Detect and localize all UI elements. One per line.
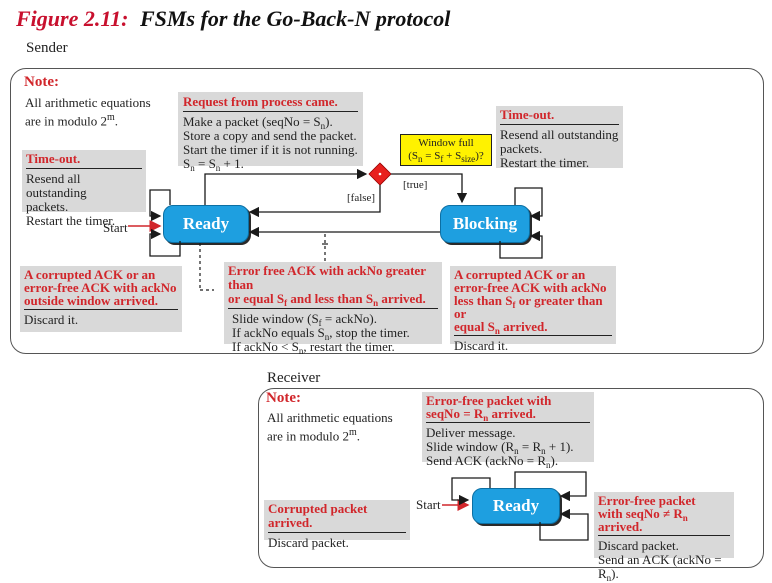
blocking-state: Blocking <box>440 205 530 243</box>
timeout-left-box: Time-out. Resend all outstanding packets… <box>22 150 146 228</box>
receiver-corrupted-action: Discard packet. <box>268 535 349 550</box>
receiver-note-title: Note: <box>266 390 301 406</box>
false-label: [false] <box>347 192 376 204</box>
timeout-right-box: Time-out. Resend all outstanding packets… <box>496 106 623 170</box>
request-from-process-box: Request from process came. Make a packet… <box>178 92 363 173</box>
request-transition <box>204 168 368 205</box>
ready-corrupt-loop <box>149 228 181 257</box>
receiver-ready-state: Ready <box>472 488 560 524</box>
receiver-wrong-seq-actions: Discard packet. Send an ACK (ackNo = Rn)… <box>598 538 722 583</box>
sender-label: Sender <box>26 40 68 56</box>
receiver-corrupted-box: Corrupted packet arrived. Discard packet… <box>264 500 410 550</box>
errfree-ack-box: Error free ACK with ackNo greater than o… <box>224 262 442 356</box>
corrupt-ack-right-box: A corrupted ACK or an error-free ACK wit… <box>450 266 616 353</box>
errfree-ack-actions: Slide window (Sf = ackNo). If ackNo equa… <box>232 311 410 356</box>
sender-ready-state: Ready <box>163 205 249 243</box>
receiver-wrong-seq-title: Error-free packet with seqNo ≠ Rn arrive… <box>598 494 730 536</box>
window-full-condition: Window full (Sn = Sf + Ssize)? <box>400 134 492 166</box>
receiver-wrong-seq-loop <box>539 508 589 541</box>
false-transition <box>248 185 381 218</box>
request-title: Request from process came. <box>183 95 358 112</box>
blocking-timeout-loop <box>514 187 543 222</box>
receiver-start-label: Start <box>416 497 441 512</box>
corrupt-ack-right-action: Discard it. <box>454 338 509 353</box>
figure-title: Figure 2.11: FSMs for the Go-Back-N prot… <box>16 6 450 32</box>
timeout-right-actions: Resend all outstanding packets. Restart … <box>500 127 619 170</box>
corrupt-ack-left-title: A corrupted ACK or an error-free ACK wit… <box>24 267 178 310</box>
timeout-left-title: Time-out. <box>26 152 142 169</box>
request-actions: Make a packet (seqNo = Sn). Store a copy… <box>183 114 358 173</box>
sender-start-label: Start <box>103 220 128 235</box>
figure-number: Figure 2.11: <box>16 6 129 31</box>
receiver-errfree-loop <box>514 471 587 502</box>
receiver-corrupted-title: Corrupted packet arrived. <box>268 502 406 533</box>
errfree-ack-title: Error free ACK with ackNo greater than o… <box>228 264 438 309</box>
receiver-errfree-actions: Deliver message. Slide window (Rn = Rn +… <box>426 425 574 470</box>
true-transition <box>391 173 468 204</box>
sender-note-title: Note: <box>24 74 59 90</box>
corrupt-ack-left-box: A corrupted ACK or an error-free ACK wit… <box>20 266 182 332</box>
blocking-corrupt-loop <box>499 230 543 259</box>
receiver-errfree-title: Error-free packet with seqNo = Rn arrive… <box>426 394 590 423</box>
receiver-corrupted-loop <box>451 477 491 506</box>
receiver-wrong-seq-box: Error-free packet with seqNo ≠ Rn arrive… <box>594 492 734 583</box>
receiver-note-text: All arithmetic equations are in modulo 2… <box>267 410 393 444</box>
corrupt-ack-right-title: A corrupted ACK or an error-free ACK wit… <box>454 268 612 336</box>
true-label: [true] <box>403 179 428 191</box>
receiver-errfree-box: Error-free packet with seqNo = Rn arrive… <box>422 392 594 470</box>
timeout-left-actions: Resend all outstanding packets. Restart … <box>26 171 116 228</box>
timeout-right-title: Time-out. <box>500 108 619 125</box>
sender-note-text: All arithmetic equations are in modulo 2… <box>25 95 151 129</box>
corrupt-ack-left-action: Discard it. <box>24 312 79 327</box>
figure-caption: FSMs for the Go-Back-N protocol <box>139 6 451 31</box>
receiver-label: Receiver <box>267 370 321 386</box>
ready-timeout-loop <box>149 189 171 222</box>
